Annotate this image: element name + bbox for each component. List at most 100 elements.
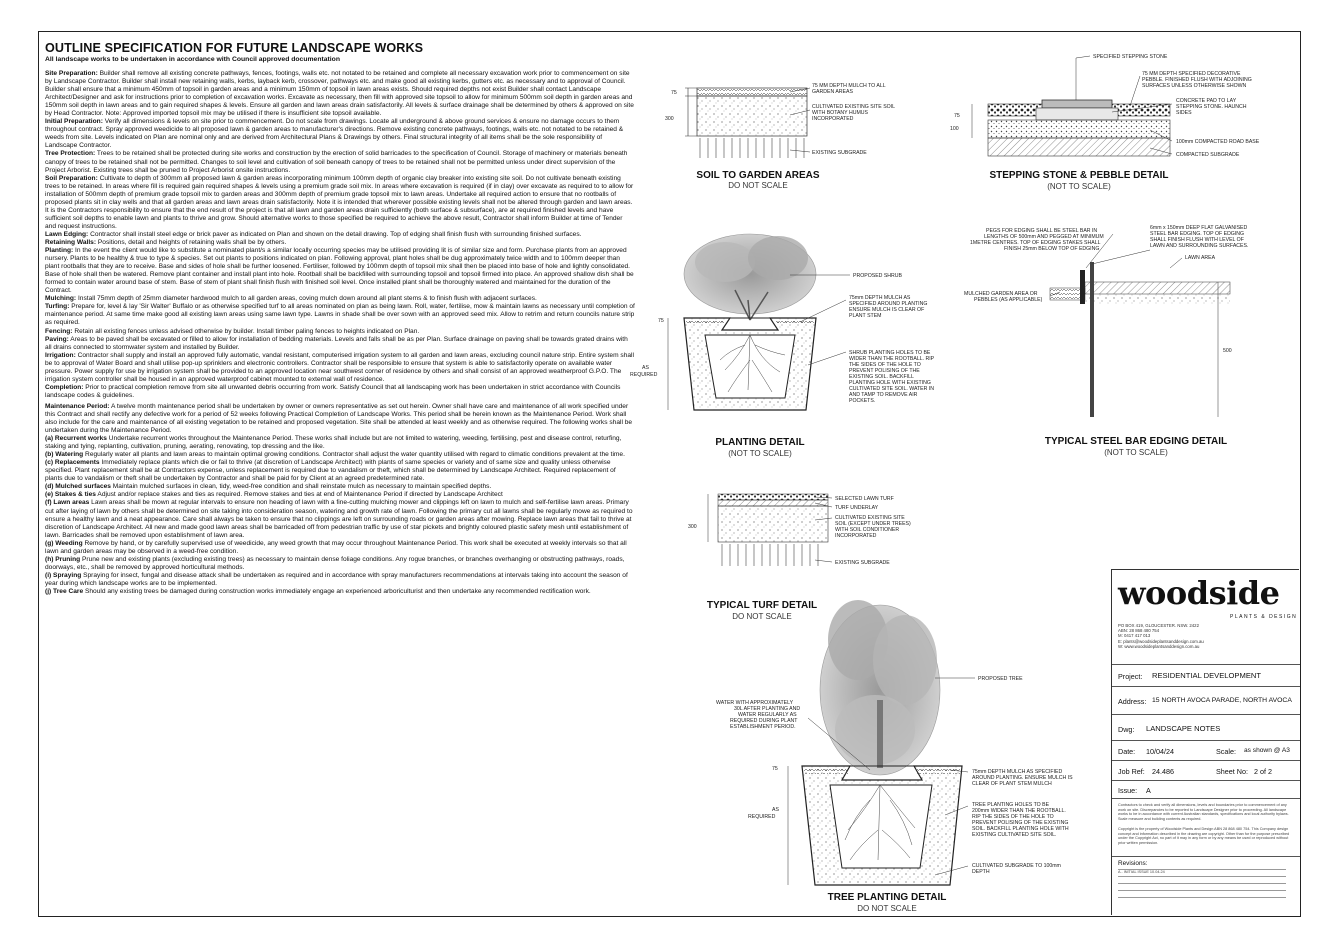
revisions-row: Revisions: A - INITIAL ISSUE 10.04.24: [1112, 856, 1300, 916]
tree-label-water-4: REQUIRED DURING PLANT: [730, 718, 798, 724]
spec-paragraph-heading: Lawn Edging:: [45, 230, 89, 238]
address-row: Address: 15 NORTH AVOCA PARADE, NORTH AV…: [1112, 686, 1300, 714]
turf-dim-300: 300: [688, 524, 697, 530]
tree-label-subgrade-2: DEPTH: [972, 869, 990, 875]
spec-paragraph-heading: Site Preparation:: [45, 70, 98, 77]
job-value: 24.486: [1152, 767, 1174, 776]
spec-paragraph-heading: (f) Lawn areas: [45, 499, 90, 507]
tree-label-holes-4: PREVENT POLISING OF THE EXISTING: [972, 820, 1068, 826]
spec-paragraph: Fencing: Retain all existing fences unle…: [45, 328, 635, 336]
spec-paragraph: (e) Stakes & ties Adjust and/or replace …: [45, 491, 635, 499]
planting-req-1: AS: [642, 365, 649, 371]
spec-paragraph-body: In the event the client would like to su…: [45, 247, 634, 295]
soil-title: SOIL TO GARDEN AREAS: [696, 170, 819, 181]
steel-label-mulched: MULCHED GARDEN AREA OR: [964, 291, 1038, 297]
steel-label-lawn: LAWN AREA: [1185, 255, 1216, 261]
spec-paragraph-heading: Soil Preparation:: [45, 174, 98, 182]
spec-paragraph: Lawn Edging: Contractor shall install st…: [45, 231, 635, 239]
turf-label-underlay: TURF UNDERLAY: [835, 505, 879, 511]
spec-paragraph-heading: Mulching:: [45, 295, 77, 303]
planting-label-mulch-4: PLANT STEM: [849, 313, 881, 319]
spec-paragraph-body: Prior to practical completion remove fro…: [45, 383, 621, 399]
soil-label-cultivated-2: WITH BOTANY HUMUS: [812, 110, 869, 116]
steel-label-bar-3: SHALL FINISH FLUSH WITH LEVEL OF: [1150, 237, 1244, 243]
contact-details: PO BOX 419, GLOUCESTER. NSW. 2422 ABN: 2…: [1118, 623, 1204, 649]
planting-label-shrub: PROPOSED SHRUB: [853, 273, 903, 279]
soil-dim-75: 75: [671, 90, 677, 96]
tree-label-mulch-3: CLEAR OF PLANT STEM MULCH: [972, 781, 1052, 787]
stepping-label-pad-2: STEPPING STONE. HAUNCH: [1176, 104, 1247, 110]
spec-paragraph-body: Should any existing trees be damaged dur…: [83, 588, 591, 595]
spec-paragraphs: Site Preparation: Builder shall remove a…: [45, 70, 635, 596]
planting-label-mulch-3: ENSURE MULCH IS CLEAR OF: [849, 307, 924, 313]
disclaimer-note: Contractors to check and verify all dime…: [1118, 803, 1289, 821]
spec-paragraph: Completion: Prior to practical completio…: [45, 384, 635, 400]
spec-paragraph-heading: (d) Mulched surfaces: [45, 483, 111, 491]
spec-paragraph-body: Contractor shall install steel edge or b…: [88, 230, 582, 238]
spec-paragraph-body: Contractor shall supply and install an a…: [45, 351, 634, 383]
turf-label-subgrade: EXISTING SUBGRADE: [835, 560, 890, 566]
dwg-value: LANDSCAPE NOTES: [1146, 724, 1221, 733]
spec-paragraph-body: Undertake recurrent works throughout the…: [45, 435, 622, 451]
tree-dim-75: 75: [772, 766, 778, 772]
specification-column: OUTLINE SPECIFICATION FOR FUTURE LANDSCA…: [45, 41, 635, 596]
soil-dim-300: 300: [665, 116, 674, 122]
steel-edging-detail: PEGS FOR EDGING SHALL BE STEEL BAR IN LE…: [964, 225, 1248, 457]
tree-label-holes-2: 200mm WIDER THAN THE ROOTBALL.: [972, 808, 1066, 814]
spec-paragraph-heading: (a) Recurrent works: [45, 435, 107, 443]
spec-subtitle: All landscape works to be undertaken in …: [45, 56, 340, 63]
tree-label-water: WATER WITH APPROXIMATELY: [716, 700, 794, 706]
steel-label-pegs-4: FINISH 25mm BELOW TOP OF EDGING: [1004, 246, 1099, 252]
spec-paragraph-heading: Irrigation:: [45, 351, 76, 359]
planting-label-holes-6: PLANTING HOLE WITH EXISTING: [849, 380, 931, 386]
stepping-label-subgrade: COMPACTED SUBGRADE: [1176, 152, 1240, 158]
contact-line: W: www.woodsideplantsanddesign.com.au: [1118, 643, 1200, 649]
planting-label-holes-4: PREVENT POLISING OF THE: [849, 368, 920, 374]
job-label: Job Ref:: [1118, 767, 1145, 776]
sheet-label: Sheet No:: [1216, 767, 1248, 776]
stepping-label-pebble-2: PEBBLE. FINISHED FLUSH WITH ADJOINING: [1142, 77, 1252, 83]
spec-paragraph-body: Immediately replace plants which die or …: [45, 459, 616, 483]
tree-planting-detail: 75 AS REQUIRED PROPOSED TREE WATER WITH …: [716, 600, 1073, 913]
stepping-label-pebble: 75 MM DEPTH SPECIFIED DECORATIVE: [1142, 71, 1241, 77]
spec-paragraph-heading: (j) Tree Care: [45, 588, 84, 595]
spec-paragraph-body: Trees to be retained shall be protected …: [45, 150, 628, 174]
spec-paragraph-body: Verify all dimensions & levels on site p…: [45, 118, 624, 150]
steel-label-bar-4: LAWN AND SURROUNDING SURFACES.: [1150, 243, 1248, 249]
tree-label-subgrade: CULTIVATED SUBGRADE TO 100mm: [972, 863, 1061, 869]
spec-paragraph: (h) Pruning Prune new and existing plant…: [45, 556, 635, 572]
spec-paragraph-body: Maintain mulched surfaces in clean, tidy…: [110, 483, 492, 491]
tree-subtitle: DO NOT SCALE: [857, 904, 916, 913]
spec-paragraph-heading: Paving:: [45, 335, 69, 343]
contact-line: M: 0417 417 013: [1118, 633, 1151, 639]
spec-paragraph-heading: Tree Protection:: [45, 150, 96, 158]
spec-paragraph: Site Preparation: Builder shall remove a…: [45, 70, 635, 118]
spec-paragraph-body: Install 75mm depth of 25mm diameter hard…: [76, 295, 537, 303]
turf-title: TYPICAL TURF DETAIL: [707, 600, 817, 611]
contact-line: E: plants@woodsideplantsanddesign.com.au: [1118, 638, 1204, 644]
spec-paragraph: Irrigation: Contractor shall supply and …: [45, 352, 635, 384]
spec-paragraph-heading: (b) Watering: [45, 451, 84, 459]
spec-paragraph-heading: Fencing:: [45, 327, 73, 335]
spec-paragraph-heading: (e) Stakes & ties: [45, 491, 96, 499]
spec-paragraph: Tree Protection: Trees to be retained sh…: [45, 150, 635, 174]
turf-label-soil-2: SOIL (EXCEPT UNDER TREES): [835, 521, 911, 527]
stepping-title: STEPPING STONE & PEBBLE DETAIL: [989, 170, 1168, 181]
soil-label-mulch-2: GARDEN AREAS: [812, 89, 853, 95]
spec-paragraph-body: A twelve month maintenance period shall …: [45, 402, 633, 435]
revisions-label: Revisions:: [1118, 860, 1148, 867]
scale-value: as shown @ A3: [1244, 747, 1290, 754]
project-value: RESIDENTIAL DEVELOPMENT: [1152, 671, 1262, 680]
spec-paragraph-heading: (i) Spraying: [45, 571, 82, 579]
turf-label-soil-3: WITH SOIL CONDITIONER: [835, 527, 899, 533]
spec-paragraph: Retaining Walls: Positions, detail and h…: [45, 239, 635, 247]
spec-paragraph-heading: Turfing:: [45, 303, 70, 311]
soil-subtitle: DO NOT SCALE: [728, 181, 787, 190]
tree-label-proposed: PROPOSED TREE: [978, 676, 1023, 682]
spec-paragraph-body: Remove by hand, or by carefully supervis…: [45, 539, 627, 555]
steel-label-pegs-3: 1METRE CENTRES. TOP OF EDGING STAKES SHA…: [970, 240, 1101, 246]
stepping-subtitle: (NOT TO SCALE): [1047, 182, 1111, 191]
project-row: Project: RESIDENTIAL DEVELOPMENT: [1112, 664, 1300, 686]
turf-subtitle: DO NOT SCALE: [732, 612, 791, 621]
